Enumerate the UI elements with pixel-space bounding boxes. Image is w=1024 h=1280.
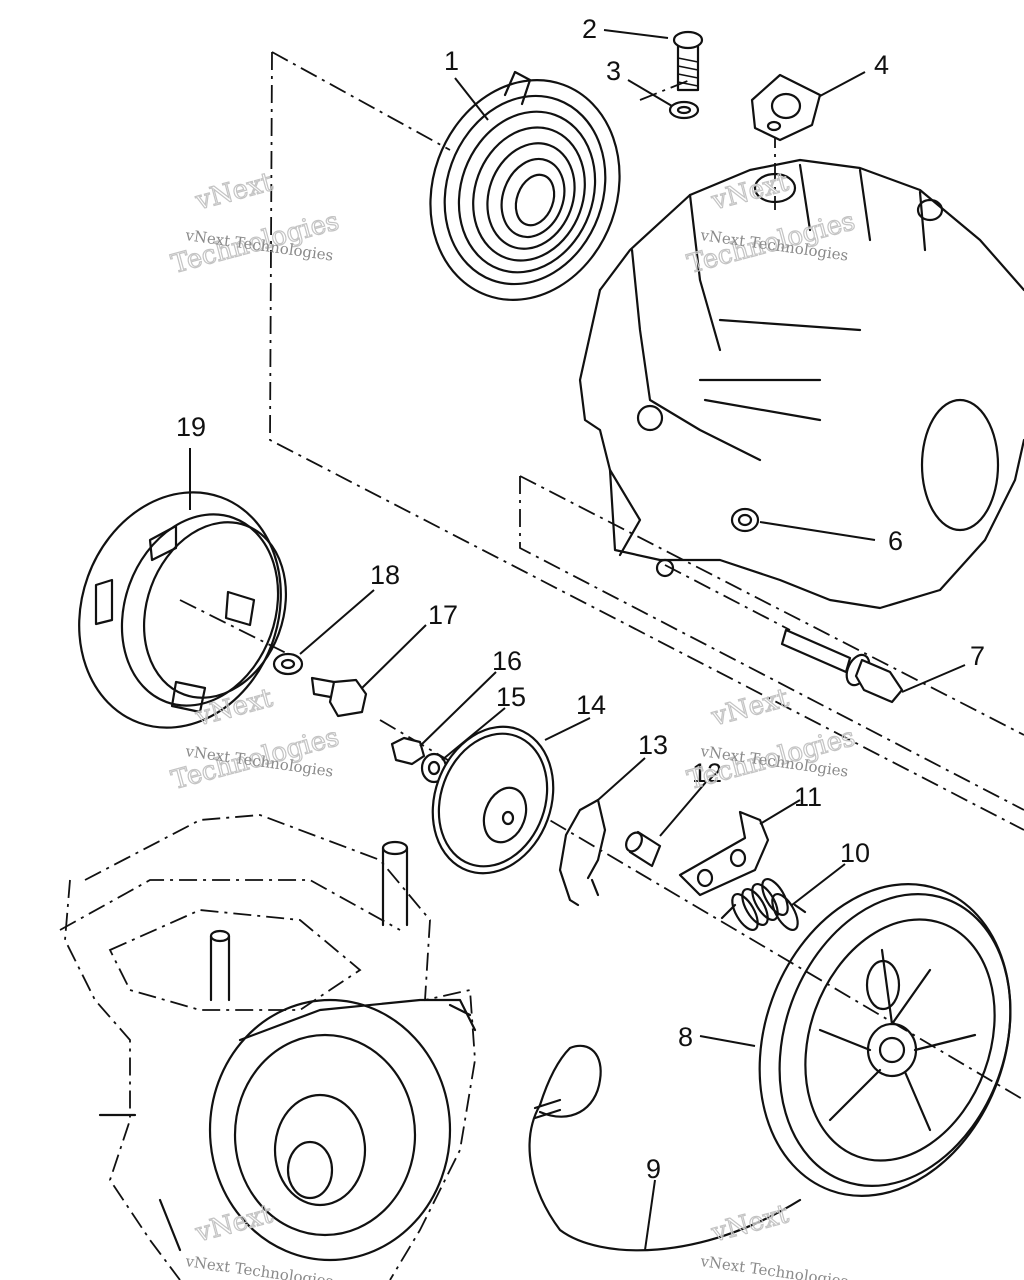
- watermark-vnext: vNext: [708, 1199, 793, 1249]
- long-bolt: [780, 628, 904, 704]
- callout-10: 10: [840, 838, 870, 868]
- callout-12: 12: [692, 758, 722, 788]
- callout-14: 14: [576, 690, 606, 720]
- rope-pulley: [758, 883, 1012, 1197]
- coil-spring: [720, 878, 807, 931]
- starter-rope: [528, 1044, 802, 1252]
- washer-18: [272, 652, 304, 676]
- callout-11: 11: [794, 782, 822, 812]
- watermark-6: vNext: [707, 1199, 793, 1250]
- callout-16: 16: [492, 646, 522, 676]
- callout-1: 1: [444, 46, 459, 76]
- callout-13: 13: [638, 730, 668, 760]
- watermark-vnext: vNext: [708, 167, 793, 217]
- callout-2: 2: [582, 14, 597, 44]
- callout-18: 18: [370, 560, 400, 590]
- friction-plate: [431, 725, 555, 875]
- bolt-17: [310, 676, 368, 718]
- watermark-caption-6: vNext Technologies: [698, 1252, 849, 1280]
- clip-spring: [558, 798, 607, 907]
- watermark-caption-5: vNext Technologies: [183, 1252, 334, 1280]
- callout-15: 15: [496, 682, 526, 712]
- callout-4: 4: [874, 50, 889, 80]
- callout-9: 9: [646, 1154, 661, 1184]
- callout-6: 6: [888, 526, 903, 556]
- bolt-small: [672, 30, 704, 92]
- callout-7: 7: [970, 641, 985, 671]
- recoil-spring: [429, 70, 621, 301]
- watermark-vnext: vNext: [192, 167, 277, 217]
- callout-labels: 1 2 3 4 6 7 8 9 10 11 12 13 14 15 16 17 …: [176, 14, 985, 1184]
- grommet: [730, 507, 760, 533]
- washer-small: [668, 100, 700, 120]
- bushing: [625, 830, 662, 868]
- callout-3: 3: [606, 56, 621, 86]
- watermark-vnext: vNext: [708, 683, 793, 733]
- nut-16: [390, 736, 426, 766]
- mounting-bracket: [750, 73, 822, 142]
- starter-housing: [578, 158, 1024, 610]
- callout-17: 17: [428, 600, 458, 630]
- assembly-guide-lines: [179, 51, 1024, 1101]
- callout-19: 19: [176, 412, 206, 442]
- engine-crankcase[interactable]: [59, 814, 477, 1280]
- leader-lines: [189, 29, 966, 1251]
- starter-cup: [78, 491, 288, 729]
- callout-8: 8: [678, 1022, 693, 1052]
- pawl: [678, 810, 770, 897]
